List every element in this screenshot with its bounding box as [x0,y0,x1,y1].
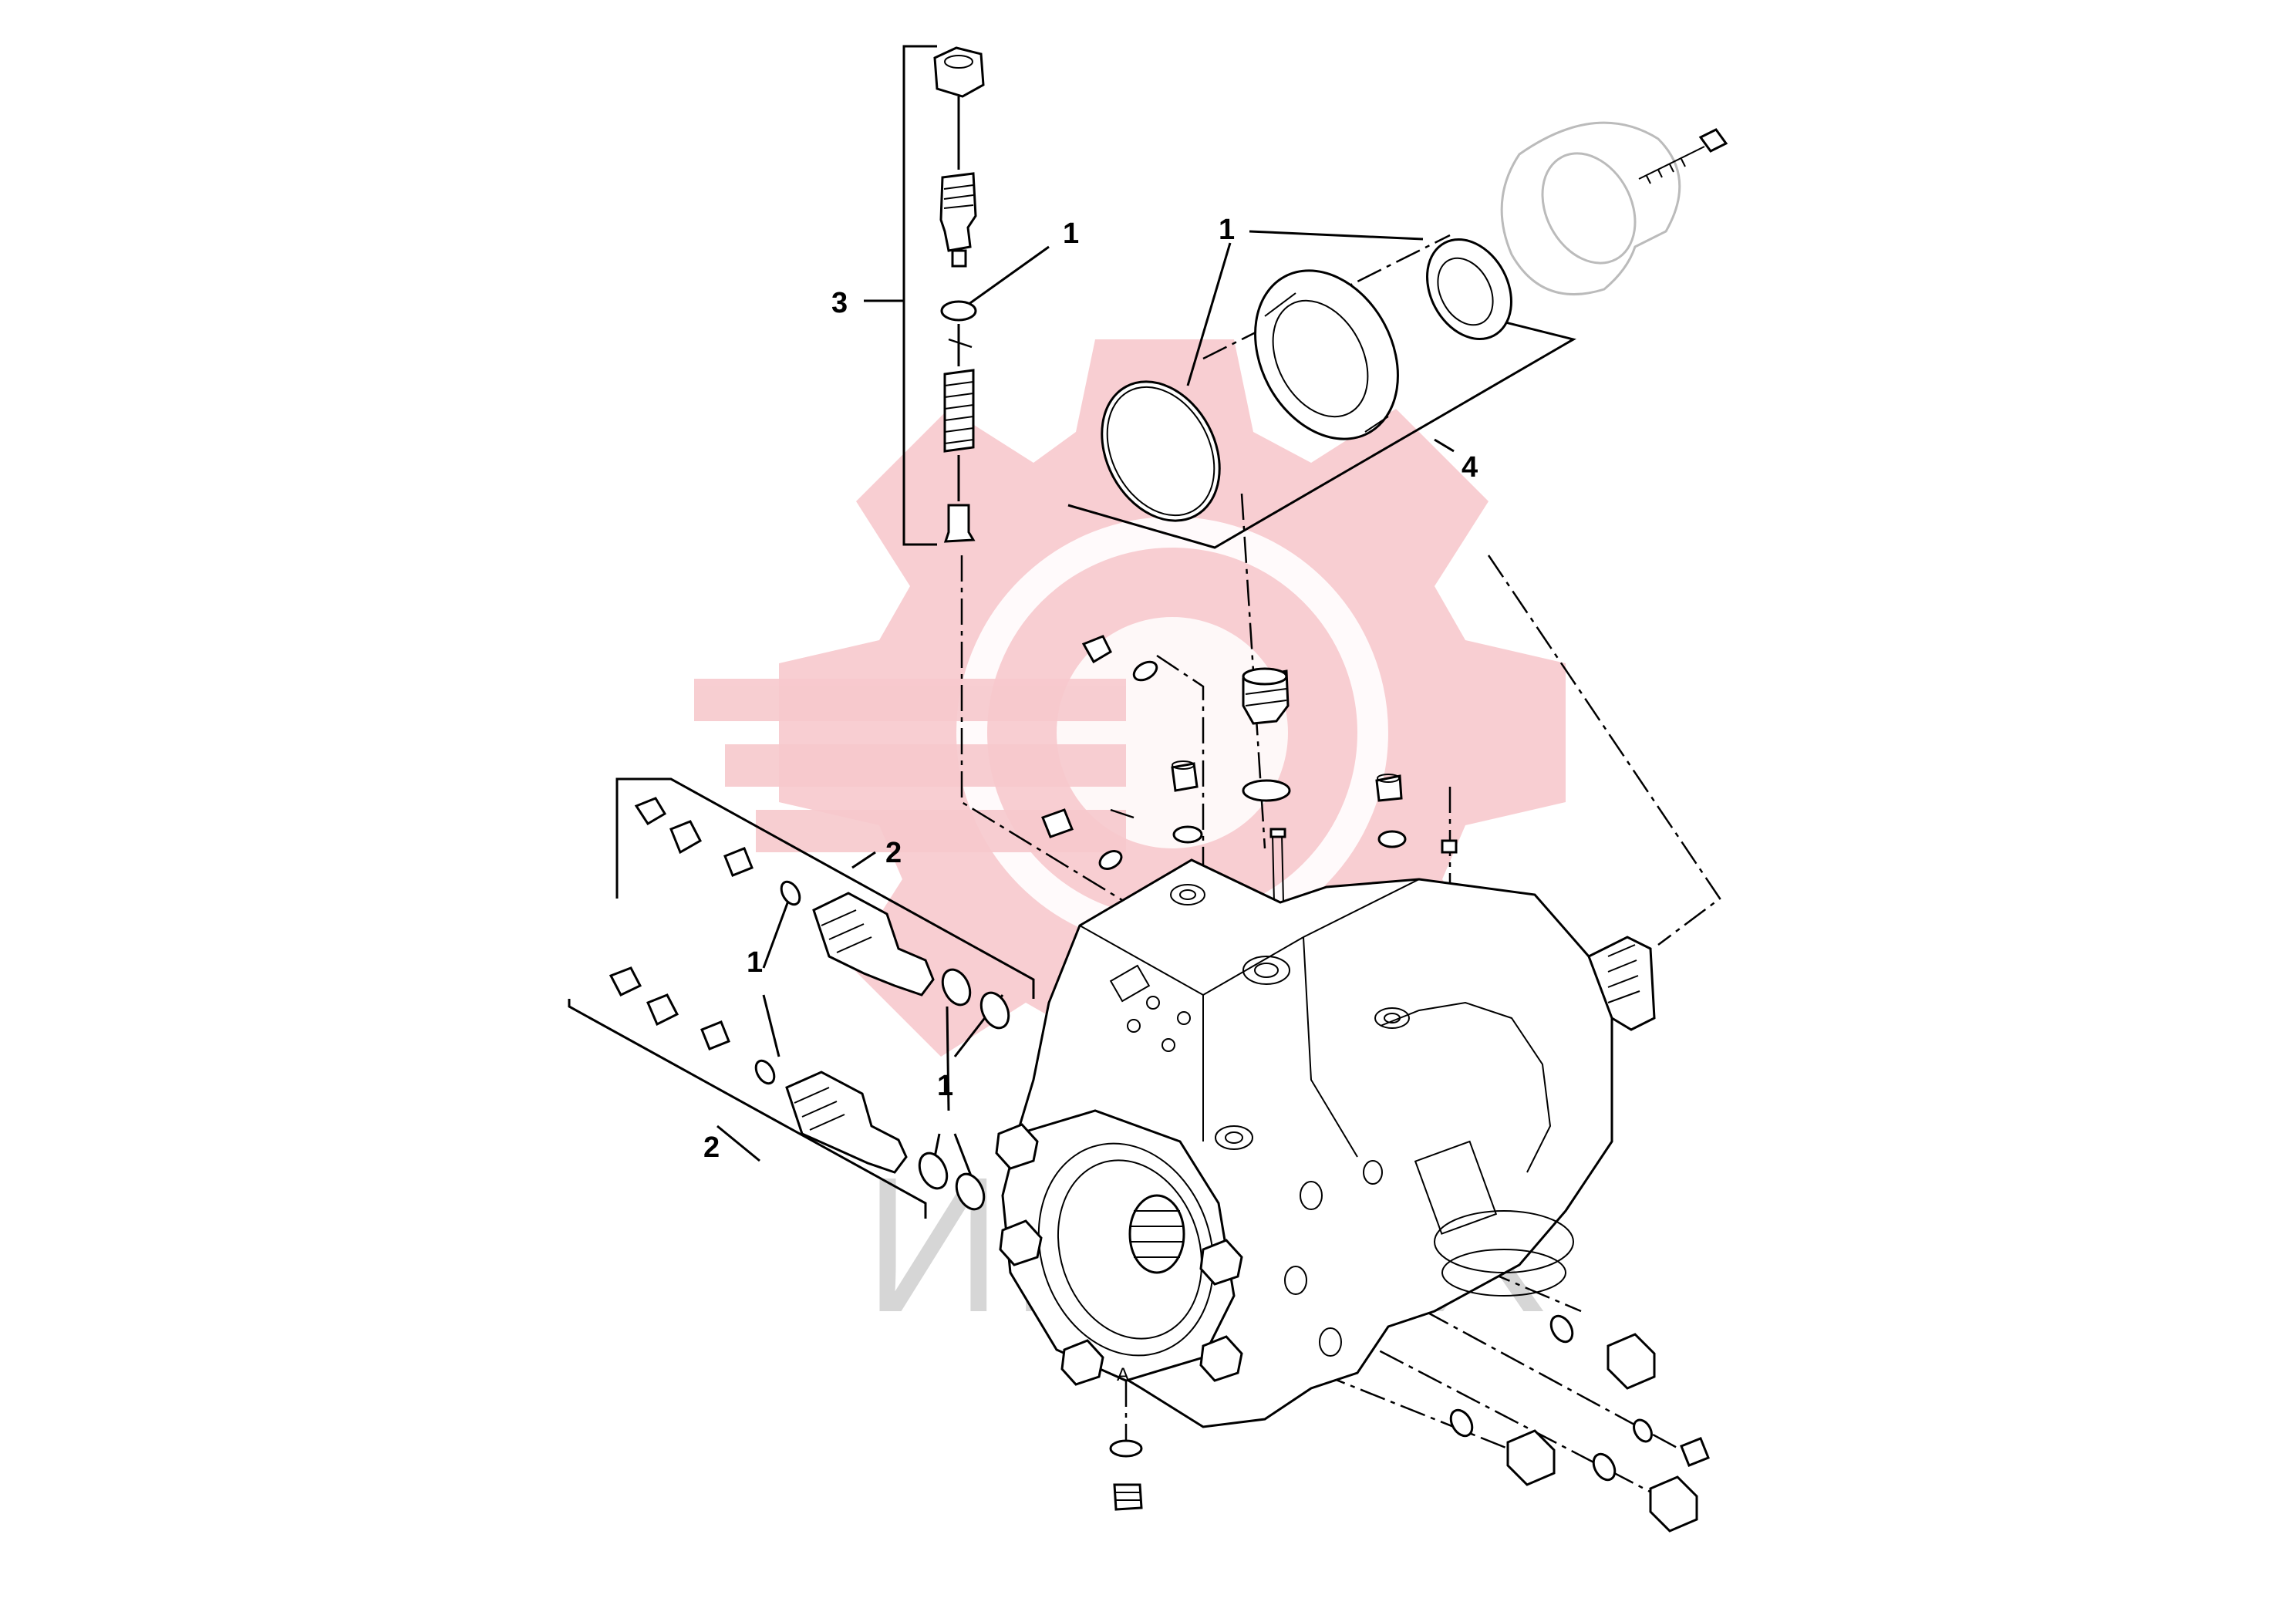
side-plugs [1109,1314,1710,1533]
side-plug-3 [1449,1408,1556,1486]
port-top-right [1374,1007,1410,1029]
large-o-ring [1101,380,1221,522]
drive-gear [1128,1194,1185,1274]
valve-plug [939,172,977,252]
plug-small-right [1375,774,1407,848]
plug-upper-left [1081,635,1158,682]
callout-lower-valve-group: 2 [703,1131,720,1164]
lower-o-ring-a [918,1152,949,1190]
plug-large-center [1242,667,1291,802]
port-top-center [1242,956,1290,985]
callout-right-o-rings: 1 [937,1070,953,1102]
plug-small-center-left [1171,760,1203,844]
nameplate [1414,1140,1498,1235]
flange-bolts [995,1123,1243,1386]
plug-left-mid [1041,808,1123,870]
lower-valve-group [609,966,986,1211]
upper-o-ring-a [941,968,972,1007]
seal-carrier [1254,269,1399,440]
retainer-screw [1638,128,1728,184]
side-plug-1 [1549,1314,1656,1390]
shaft-seal-kit [1101,121,1728,522]
output-shaft [1587,936,1656,1031]
front-flange [1001,1109,1236,1382]
port-mark-a: A [1117,1364,1129,1385]
callout-top-o-ring: 1 [1063,218,1079,250]
pump-housing: A [995,858,1656,1428]
callout-upper-valve-group: 2 [885,837,902,869]
callout-left-o-rings: 1 [747,946,763,979]
leader-lines [568,45,1576,1219]
lower-cartridge [785,1071,908,1174]
lower-o-ring-b [955,1172,986,1211]
pin-right [1441,839,1458,854]
shaft-seal [1426,238,1512,340]
upper-o-ring-b [979,991,1010,1030]
side-plug-2 [1633,1418,1710,1467]
callout-seal-group: 1 [1219,214,1235,246]
bottom-plug [1109,1439,1143,1511]
side-plug-4 [1592,1452,1698,1533]
poppet [943,504,976,543]
callouts: 1 1 3 4 2 1 1 2 [703,214,1478,1164]
callout-shaft-seal-kit: 4 [1462,451,1478,484]
upper-cartridge [812,892,935,996]
pin-center [1269,828,1286,903]
retainer-plate [1500,121,1681,295]
port-top-left [1170,884,1205,905]
top-plugs [1041,635,1458,903]
upper-valve-group [634,797,1010,1030]
port-front [1215,1125,1253,1150]
valve-o-ring [940,300,977,322]
callout-valve-assembly: 3 [831,287,848,319]
valve-assembly-stack [933,46,985,543]
